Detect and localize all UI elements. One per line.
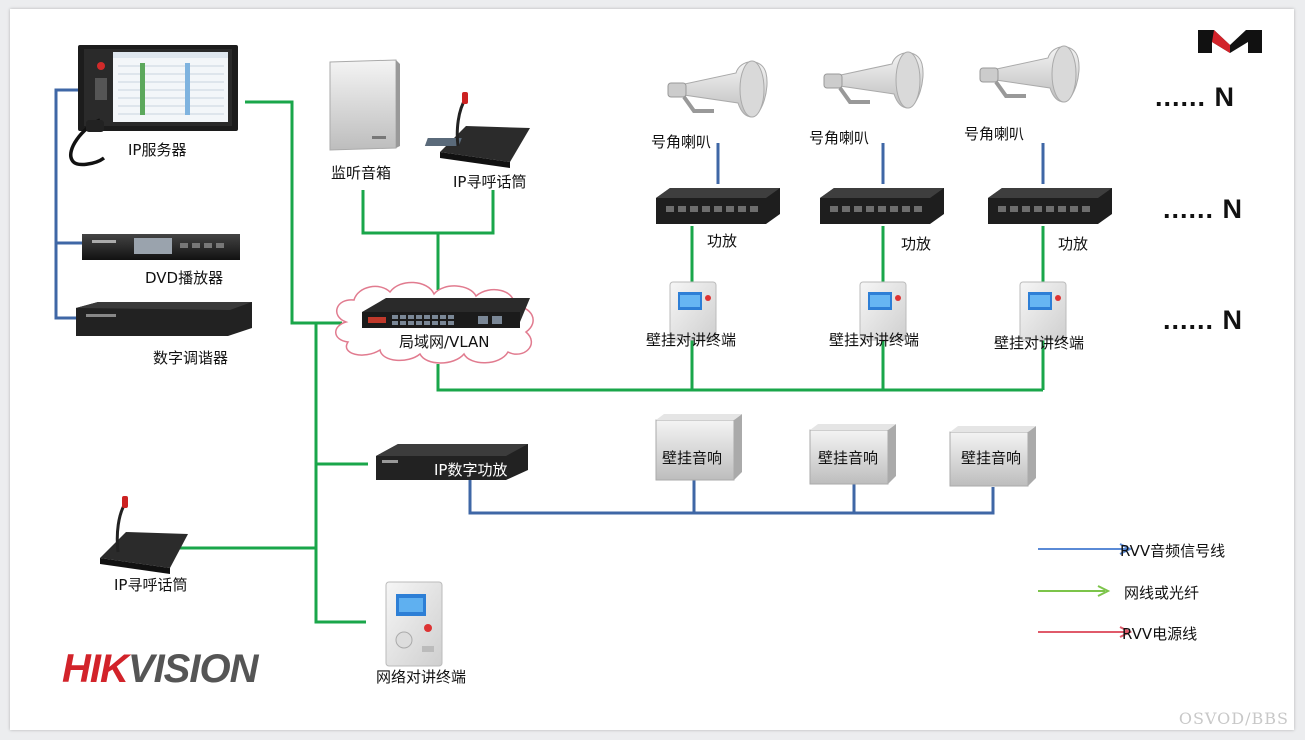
label-ip-paging-mic-bottom: IP寻呼话筒 <box>114 576 188 594</box>
label-horn-speaker-1: 号角喇叭 <box>651 133 712 151</box>
amplifier-icon <box>988 188 1112 224</box>
label-wall-speaker-3: 壁挂音响 <box>961 449 1022 467</box>
horn-speaker-icon <box>979 45 1080 103</box>
more-wall-intercoms-mark: ...... N <box>1163 305 1244 335</box>
horn-speaker-icon <box>667 60 768 118</box>
hikvision-logo: HIKVISION <box>62 647 259 692</box>
corner-m-logo-icon <box>1198 30 1262 53</box>
network-intercom-device <box>385 581 443 667</box>
label-monitor-speaker: 监听音箱 <box>331 164 392 182</box>
hikvision-logo-hik: HIK <box>62 647 129 691</box>
more-horn-speakers-mark: ...... N <box>1155 82 1236 112</box>
ip-paging-mic-bottom-device <box>100 496 188 574</box>
more-amplifiers-mark: ...... N <box>1163 194 1244 224</box>
wall-speaker-icon <box>655 414 742 481</box>
label-wall-speaker-1: 壁挂音响 <box>662 449 723 467</box>
horn-speaker-icon <box>823 51 924 109</box>
legend-network-line: 网线或光纤 <box>1124 584 1200 602</box>
network-lines <box>176 100 1045 624</box>
wall-speaker-icon <box>809 424 896 485</box>
legend-power-line: RVV电源线 <box>1122 625 1198 643</box>
ip-paging-mic-top-device <box>424 92 530 168</box>
label-horn-speaker-3: 号角喇叭 <box>964 125 1025 143</box>
label-wall-intercom-2: 壁挂对讲终端 <box>829 331 920 349</box>
watermark: OSVOD/BBS <box>1178 709 1289 728</box>
lan-cloud-switch <box>335 281 534 364</box>
amplifier-icon <box>820 188 944 224</box>
label-ip-paging-mic-top: IP寻呼话筒 <box>453 173 527 191</box>
amplifier-icon <box>656 188 780 224</box>
label-wall-intercom-3: 壁挂对讲终端 <box>994 334 1085 352</box>
ip-server-device <box>69 45 238 167</box>
label-amplifier-1: 功放 <box>707 232 738 250</box>
label-amplifier-3: 功放 <box>1058 235 1089 253</box>
label-wall-intercom-1: 壁挂对讲终端 <box>646 331 737 349</box>
monitor-speaker-device <box>329 59 400 151</box>
wall-intercom-icon <box>859 281 907 341</box>
audio-lines <box>54 88 1045 515</box>
legend-audio-line: RVV音频信号线 <box>1120 542 1226 560</box>
wall-intercom-icon <box>1019 281 1067 341</box>
label-amplifier-2: 功放 <box>901 235 932 253</box>
wall-speaker-icon <box>949 426 1036 487</box>
ip-digital-amp-device <box>376 444 528 480</box>
label-horn-speaker-2: 号角喇叭 <box>809 129 870 147</box>
label-network-intercom: 网络对讲终端 <box>376 668 467 686</box>
label-ip-digital-amp: IP数字功放 <box>434 461 508 479</box>
wall-intercom-icon <box>669 281 717 341</box>
label-ip-server: IP服务器 <box>128 141 187 159</box>
label-dvd-player: DVD播放器 <box>145 269 224 287</box>
label-digital-tuner: 数字调谐器 <box>153 349 229 367</box>
legend-arrows <box>1038 543 1133 638</box>
digital-tuner-device <box>76 302 252 336</box>
hikvision-logo-vision: VISION <box>127 647 259 691</box>
label-wall-speaker-2: 壁挂音响 <box>818 449 879 467</box>
dvd-player-device <box>82 234 240 260</box>
label-lan: 局域网/VLAN <box>399 333 490 351</box>
